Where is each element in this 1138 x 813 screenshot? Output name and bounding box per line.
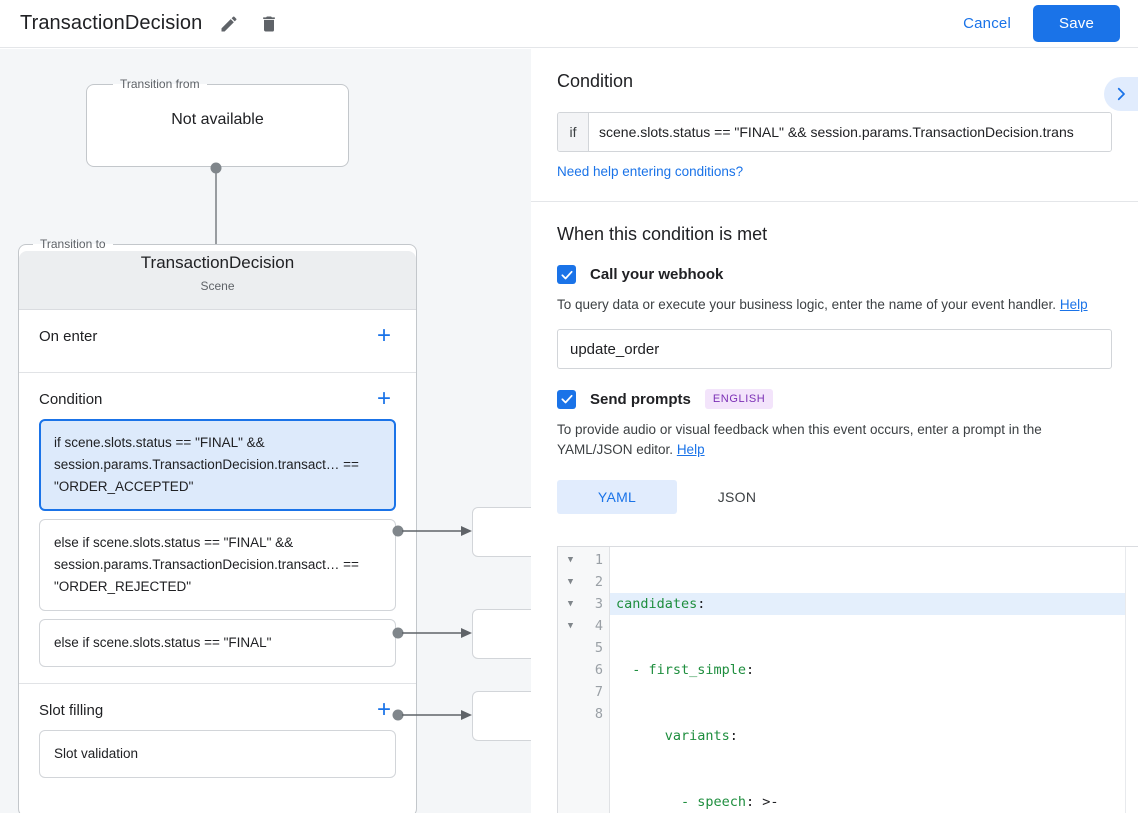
line-number: 7 <box>594 684 603 700</box>
transition-from-value: Not available <box>171 111 264 129</box>
call-webhook-checkbox[interactable] <box>557 265 576 284</box>
condition-expression-row: if <box>557 112 1112 152</box>
line-number: 1 <box>594 552 603 568</box>
tab-yaml[interactable]: YAML <box>557 480 677 514</box>
editor-fold-column[interactable]: ▼ ▼ ▼ ▼ <box>558 547 583 813</box>
call-webhook-description-text: To query data or execute your business l… <box>557 297 1057 312</box>
chevron-right-icon[interactable] <box>1104 77 1138 111</box>
send-prompts-checkbox[interactable] <box>557 389 576 409</box>
scene-name: TransactionDecision <box>140 253 295 272</box>
yaml-editor[interactable]: ▼ ▼ ▼ ▼ 1 2 3 4 5 6 7 8 candidates: - fi… <box>557 546 1138 813</box>
send-prompts-row: Send prompts ENGLISH <box>557 389 1112 409</box>
cancel-button[interactable]: Cancel <box>951 7 1023 40</box>
code-line: - speech: >- <box>616 791 1138 813</box>
editor-code-area[interactable]: candidates: - first_simple: variants: - … <box>610 547 1138 813</box>
send-prompts-description: To provide audio or visual feedback when… <box>557 420 1112 460</box>
transition-target-box[interactable] <box>472 507 531 557</box>
code-rest: : <box>697 596 706 612</box>
if-label: if <box>558 113 589 151</box>
code-line: variants: <box>616 725 1138 747</box>
code-rest: : <box>729 728 738 744</box>
section-on-enter: On enter + <box>19 310 416 373</box>
line-number: 3 <box>594 596 603 612</box>
code-line: candidates: <box>610 593 1138 615</box>
transition-from-legend: Transition from <box>120 77 200 91</box>
scene-card-header[interactable]: TransactionDecision Scene <box>19 243 416 310</box>
line-number: 6 <box>594 662 603 678</box>
editor-format-tabs: YAML JSON <box>557 480 1112 514</box>
code-line: - first_simple: <box>616 659 1138 681</box>
event-handler-input[interactable] <box>557 329 1112 369</box>
when-met-heading: When this condition is met <box>557 224 768 244</box>
condition-node[interactable]: else if scene.slots.status == "FINAL" &&… <box>39 519 396 611</box>
line-number: 4 <box>594 618 603 634</box>
transition-from-body: Not available <box>99 91 336 150</box>
slot-validation-node[interactable]: Slot validation <box>39 730 396 778</box>
section-title-on-enter: On enter <box>39 327 98 345</box>
add-condition-button[interactable]: + <box>376 385 391 412</box>
call-webhook-row: Call your webhook <box>557 265 1112 284</box>
section-header: Condition + <box>39 387 396 411</box>
code-rest: : <box>746 662 755 678</box>
scene-type: Scene <box>200 279 235 293</box>
prompts-help-link[interactable]: Help <box>676 442 705 457</box>
fold-arrow-icon[interactable]: ▼ <box>567 577 574 587</box>
transition-target-box[interactable] <box>472 691 531 741</box>
panel-condition-section: Condition if Need help entering conditio… <box>531 49 1138 202</box>
send-prompts-label: Send prompts <box>590 390 691 408</box>
webhook-help-link[interactable]: Help <box>1059 297 1088 312</box>
fold-arrow-icon[interactable]: ▼ <box>567 621 574 631</box>
add-on-enter-button[interactable]: + <box>376 322 391 349</box>
save-button[interactable]: Save <box>1033 5 1120 42</box>
code-key: - first_simple <box>616 662 747 678</box>
section-slot-filling: Slot filling + Slot validation <box>19 684 416 794</box>
fold-arrow-icon[interactable]: ▼ <box>567 599 574 609</box>
call-webhook-description: To query data or execute your business l… <box>557 295 1112 315</box>
condition-node-selected[interactable]: if scene.slots.status == "FINAL" && sess… <box>39 419 396 511</box>
send-prompts-description-text: To provide audio or visual feedback when… <box>557 422 1042 457</box>
trash-icon[interactable] <box>256 11 282 37</box>
call-webhook-label: Call your webhook <box>590 266 724 283</box>
top-app-bar: TransactionDecision Cancel Save <box>0 0 1138 48</box>
line-number: 8 <box>594 706 603 722</box>
condition-help-link[interactable]: Need help entering conditions? <box>557 164 744 179</box>
transition-to-legend: Transition to <box>40 237 106 251</box>
transition-to-card: Transition to TransactionDecision Scene … <box>18 237 417 813</box>
pencil-icon[interactable] <box>216 11 242 37</box>
language-badge: ENGLISH <box>704 389 774 409</box>
code-rest: : >- <box>746 794 779 810</box>
section-condition: Condition + if scene.slots.status == "FI… <box>19 373 416 684</box>
panel-when-met-section: When this condition is met Call your web… <box>531 202 1138 534</box>
condition-node[interactable]: else if scene.slots.status == "FINAL" <box>39 619 396 667</box>
page-title: TransactionDecision <box>20 12 203 34</box>
fold-arrow-icon[interactable]: ▼ <box>567 555 574 565</box>
editor-line-numbers: 1 2 3 4 5 6 7 8 <box>583 547 610 813</box>
section-header: On enter + <box>39 324 396 348</box>
transition-from-card: Transition from Not available <box>86 77 349 167</box>
scene-graph-canvas[interactable]: Transition from Not available Transition… <box>0 49 531 813</box>
transition-target-box[interactable] <box>472 609 531 659</box>
code-key: variants <box>616 728 730 744</box>
editor-scrollbar[interactable] <box>1125 547 1138 813</box>
condition-expression-input[interactable] <box>589 113 1111 151</box>
code-key: candidates <box>616 596 698 612</box>
section-header: Slot filling + <box>39 698 396 722</box>
line-number: 2 <box>594 574 603 590</box>
line-number: 5 <box>594 640 603 656</box>
condition-heading: Condition <box>557 71 634 91</box>
tab-json[interactable]: JSON <box>717 489 757 505</box>
add-slot-filling-button[interactable]: + <box>376 696 391 723</box>
code-key: - speech <box>616 794 747 810</box>
section-title-slot-filling: Slot filling <box>39 701 104 719</box>
section-title-condition: Condition <box>39 390 103 408</box>
